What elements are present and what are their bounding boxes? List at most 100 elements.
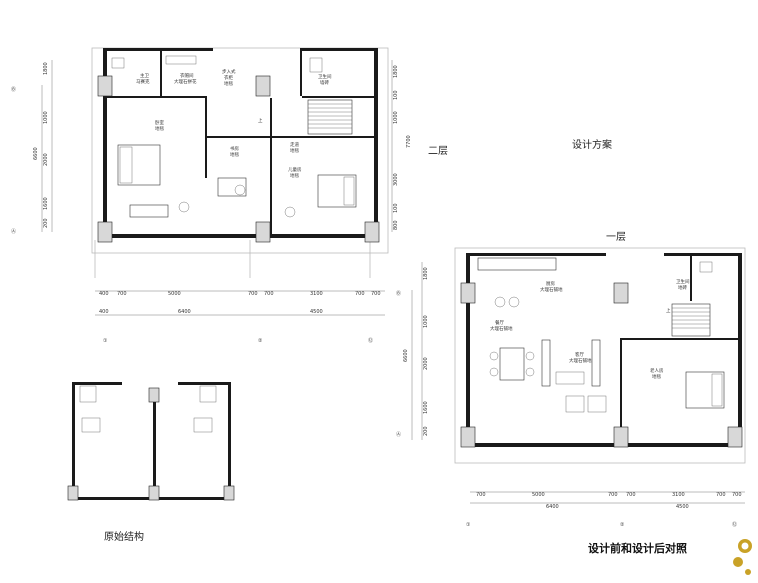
elder-bed	[685, 371, 725, 409]
upper-column	[255, 75, 271, 97]
sofa-set	[541, 339, 601, 387]
lower-floor-title: 一层	[606, 231, 626, 243]
logo-icon	[733, 539, 752, 575]
lower-bottom-total: 6400	[546, 504, 559, 510]
master-bed	[117, 144, 161, 186]
lower-outline-guide	[454, 247, 746, 464]
lower-floor-plan: 上 厨房 大理石铺地 餐厅 大理石铺地	[396, 231, 746, 528]
orig-bath	[199, 385, 217, 403]
lower-left-dim: 2000	[423, 357, 429, 370]
upper-wall-int	[205, 98, 207, 178]
axis-bubble-b: Ⓑ	[11, 86, 16, 93]
upper-left-dim: 2000	[43, 153, 49, 166]
lower-column	[727, 426, 743, 448]
upper-wall-north-left	[103, 48, 213, 51]
upper-outline-guide	[91, 47, 389, 254]
comparison-caption: 设计前和设计后对照	[588, 541, 687, 555]
lower-wall-east	[738, 253, 742, 447]
lower-left-dim: 1800	[423, 267, 429, 280]
armchair	[565, 395, 585, 413]
room-master-bed: 卧室 地毯	[155, 119, 165, 132]
upper-right-dim: 100	[393, 203, 399, 213]
lower-bottom-total: 4500	[676, 504, 689, 510]
upper-wall-east	[374, 48, 378, 238]
upper-floor-plan: 上 主卫 马赛克 衣帽间 大理石拼花 步入式 衣柜	[11, 47, 448, 344]
upper-right-dim: 3000	[393, 173, 399, 186]
upper-bottom-dim: 700	[117, 291, 127, 297]
upper-column	[97, 221, 113, 243]
upper-wall-int	[302, 96, 374, 98]
lower-stairs	[671, 303, 711, 337]
design-title: 设计方案	[572, 138, 612, 151]
stool	[508, 296, 520, 308]
toilet	[699, 261, 713, 273]
upper-bottom-dim: 700	[371, 291, 381, 297]
room-dining: 餐厅 大理石铺地	[490, 319, 513, 332]
stool	[494, 296, 506, 308]
upper-wall-int	[300, 51, 302, 96]
orig-column	[67, 485, 79, 501]
lower-bottom-dim: 700	[476, 492, 486, 498]
upper-right-dim: 1000	[393, 111, 399, 124]
upper-wall-int	[270, 98, 272, 234]
room-walkin: 步入式 衣柜 地毯	[222, 68, 237, 87]
upper-wall-west	[103, 48, 107, 238]
lower-wall-int	[620, 338, 622, 443]
kitchen-counter	[477, 257, 557, 271]
lower-wall-south	[466, 443, 742, 447]
orig-wall	[72, 382, 75, 500]
orig-column	[148, 485, 160, 501]
original-structure-plan: 原始结构	[67, 382, 235, 543]
original-caption: 原始结构	[104, 530, 144, 543]
lower-left-dim: 1600	[423, 401, 429, 414]
axis-bubble-1: ①	[103, 338, 108, 344]
axis-bubble-a: Ⓐ	[11, 228, 16, 235]
lower-column	[460, 282, 476, 304]
upper-left-total: 6600	[33, 147, 39, 160]
lower-column	[613, 426, 629, 448]
upper-column	[97, 75, 113, 97]
study-desk	[217, 177, 247, 197]
orig-bath	[79, 385, 97, 403]
room-elder: 老人房 地毯	[650, 367, 665, 380]
room-living: 客厅 大理石铺地	[569, 351, 592, 364]
orig-stair	[193, 417, 213, 433]
upper-bottom-dim: 700	[248, 291, 258, 297]
lower-bottom-dim: 5000	[532, 492, 545, 498]
lower-bottom-dim: 3100	[672, 492, 685, 498]
room-guest-bath: 卫生间 墙砖	[318, 73, 333, 86]
kids-bed	[317, 174, 357, 208]
upper-left-dim: 1800	[43, 62, 49, 75]
vanity	[165, 55, 197, 65]
upper-right-dim: 100	[393, 90, 399, 100]
chair	[284, 206, 296, 218]
upper-bottom-dim: 400	[99, 291, 109, 297]
room-corridor: 走道 地毯	[290, 141, 300, 154]
axis-bubble-2: ②	[620, 522, 625, 528]
dining-table	[489, 347, 535, 381]
axis-bubble-12: ⑫	[732, 521, 737, 528]
upper-wall-int	[272, 136, 374, 138]
armchair	[587, 395, 607, 413]
axis-bubble-1: ①	[466, 522, 471, 528]
upper-bottom-total: 4500	[310, 309, 323, 315]
upper-wall-south	[103, 234, 378, 238]
lower-bottom-dim: 700	[732, 492, 742, 498]
upper-column	[364, 221, 380, 243]
lower-column	[613, 282, 629, 304]
upper-right-dim: 1800	[393, 65, 399, 78]
orig-wall	[153, 400, 156, 500]
lower-wall-int	[690, 256, 692, 301]
upper-right-dim: 800	[393, 220, 399, 230]
upper-right-total: 7700	[406, 135, 412, 148]
orig-wall	[72, 382, 122, 385]
room-cloakroom: 衣帽间 大理石拼花	[174, 72, 197, 85]
orig-wall	[228, 382, 231, 500]
axis-bubble-a: Ⓐ	[396, 431, 401, 438]
upper-bottom-dim: 700	[264, 291, 274, 297]
upper-column	[255, 221, 271, 243]
upper-wall-int	[207, 136, 270, 138]
axis-bubble-12: ⑫	[368, 337, 373, 344]
lower-wall-north-right	[664, 253, 742, 256]
